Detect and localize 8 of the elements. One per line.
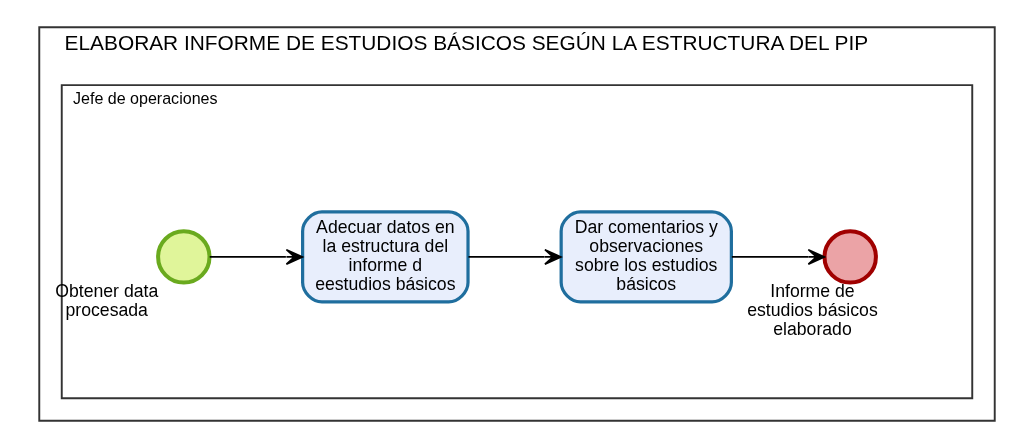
arrow (467, 248, 562, 265)
node-circle (822, 229, 878, 285)
node-box: Adecuar datos en la estructura del informe d eestudios básicos (301, 210, 470, 304)
node-box: Dar comentarios y observaciones sobre los estudios básicos (559, 210, 733, 304)
node-circle (156, 229, 212, 285)
arrow (731, 248, 826, 265)
arrow (208, 248, 304, 265)
node-label: Informe de estudios básicos elaborado (747, 280, 878, 340)
